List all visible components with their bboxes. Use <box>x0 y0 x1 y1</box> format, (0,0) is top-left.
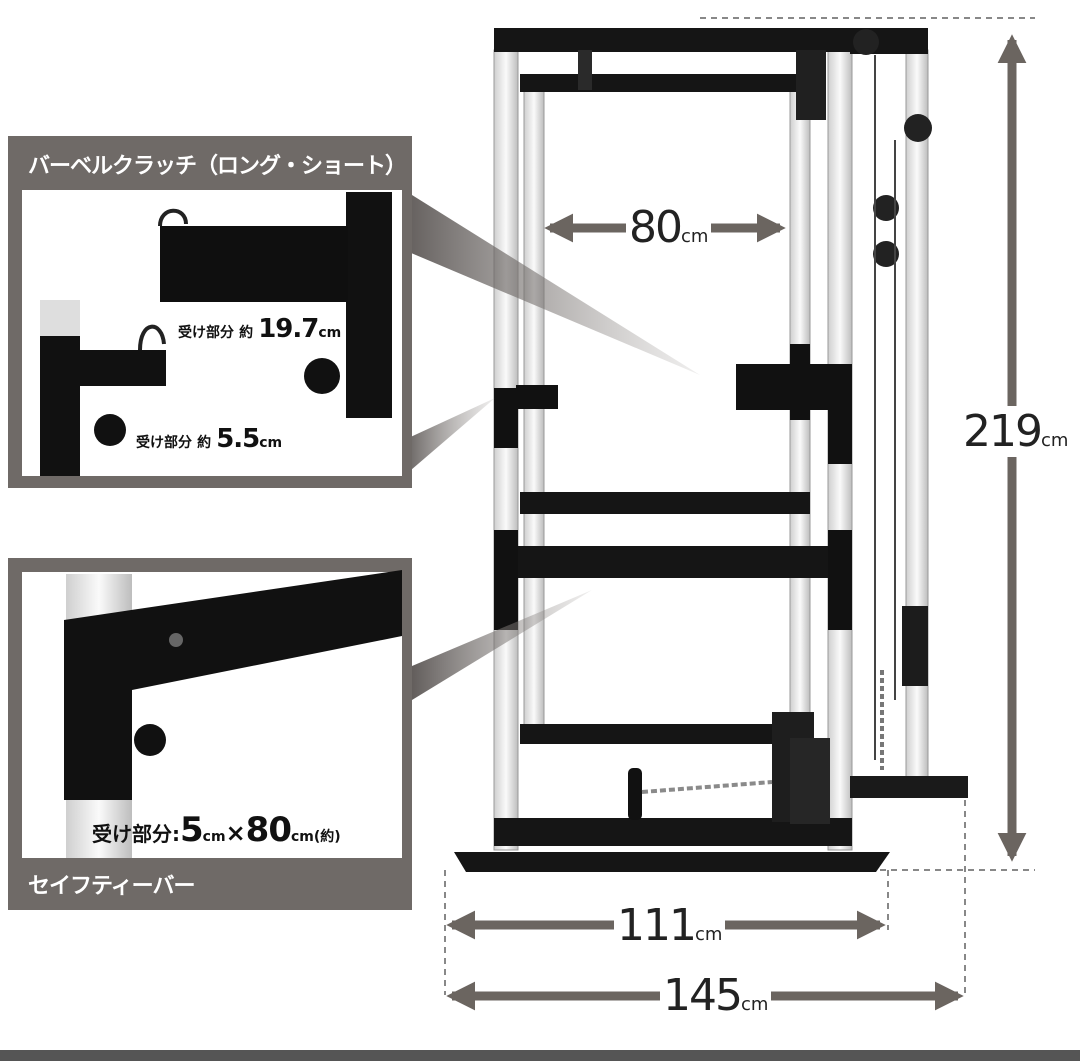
dimension-guides <box>444 17 1035 995</box>
safety-panel-title: セイフティーバー <box>28 874 195 899</box>
height-label: 219cm <box>960 406 1072 457</box>
short-value: 5.5 <box>216 424 260 454</box>
safety-value-b: 80 <box>245 810 292 850</box>
height-unit: cm <box>1040 430 1069 451</box>
long-unit: cm <box>318 325 342 341</box>
safety-spec-caption: 受け部分:5cm×80cm(約) <box>92 810 341 850</box>
safety-value-a: 5 <box>180 810 204 850</box>
rack-depth-label: 111cm <box>614 900 726 951</box>
total-depth-unit: cm <box>740 994 769 1015</box>
rack-depth-unit: cm <box>694 924 723 945</box>
long-value: 19.7 <box>258 314 319 344</box>
safety-detail-panel <box>8 558 592 910</box>
clutch-detail-panel <box>8 136 700 488</box>
safety-label: 受け部分: <box>92 822 180 846</box>
clutch-short-caption: 受け部分 約 5.5cm <box>136 424 282 454</box>
rack-depth-value: 111 <box>617 900 697 951</box>
total-depth-value: 145 <box>663 970 743 1021</box>
bottom-edge-bar <box>0 1050 1080 1061</box>
safety-unit-b: cm <box>291 829 314 845</box>
long-label: 受け部分 <box>178 325 234 341</box>
inner-width-value: 80 <box>629 202 683 253</box>
power-rack-frame <box>454 28 968 872</box>
height-value: 219 <box>963 406 1043 457</box>
safety-suffix: (約) <box>313 829 341 845</box>
total-depth-label: 145cm <box>660 970 772 1021</box>
safety-times: × <box>225 819 246 847</box>
short-label: 受け部分 <box>136 435 192 451</box>
inner-width-label: 80cm <box>626 202 712 253</box>
long-prefix: 約 <box>239 325 254 341</box>
short-unit: cm <box>259 435 283 451</box>
short-prefix: 約 <box>197 435 212 451</box>
clutch-long-caption: 受け部分 約 19.7cm <box>178 314 341 344</box>
safety-unit-a: cm <box>202 829 226 845</box>
inner-width-unit: cm <box>681 226 709 247</box>
clutch-panel-title: バーベルクラッチ（ロング・ショート） <box>28 154 407 179</box>
